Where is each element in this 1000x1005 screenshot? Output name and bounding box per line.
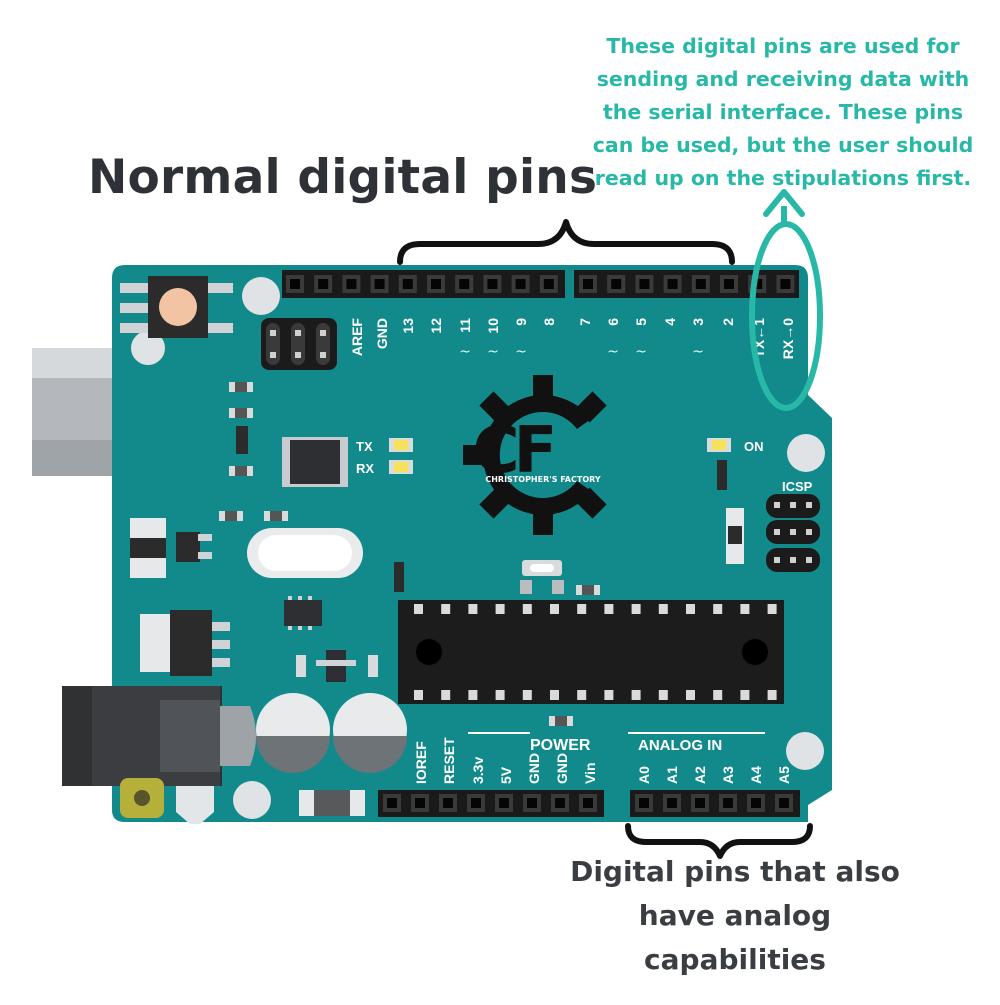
analog-pin-label: A4 xyxy=(748,766,764,784)
power-pin-label: IOREF xyxy=(413,741,429,784)
reset-switch-small xyxy=(520,560,564,594)
power-pin-label: RESET xyxy=(441,737,457,784)
analog-pin-labels: A0 A1 A2 A3 A4 A5 xyxy=(636,766,792,784)
top-pin-label: 9 xyxy=(513,318,529,326)
power-title: POWER xyxy=(530,737,591,754)
pwm-marks: ~ ~ ~ ~ ~ ~ xyxy=(459,344,704,360)
icsp-label: ICSP xyxy=(782,479,813,494)
analog-pin-label: A2 xyxy=(692,766,708,784)
smd-transistor xyxy=(296,650,378,682)
top-pin-label: 12 xyxy=(428,318,444,334)
op-amp-chip xyxy=(284,596,322,630)
led-rx-label: RX xyxy=(356,461,374,476)
top-pin-label: 10 xyxy=(485,318,501,334)
top-pin-label: 7 xyxy=(577,318,593,326)
power-pin-labels: IOREF RESET 3.3v 5V GND GND Vin xyxy=(413,737,598,784)
normal-digital-pins-label: Normal digital pins xyxy=(88,150,598,205)
usb-controller-chip xyxy=(282,437,348,487)
top-pin-label: 3 xyxy=(690,318,706,326)
analog-header xyxy=(630,790,800,817)
voltage-regulator xyxy=(130,518,230,676)
crystal-oscillator xyxy=(247,528,363,578)
led-tx-label: TX xyxy=(356,439,373,454)
icsp-header: ICSP xyxy=(766,479,820,574)
power-pin-label: 5V xyxy=(498,766,514,784)
analog-pin-label: A1 xyxy=(664,766,680,784)
top-pin-label: 4 xyxy=(662,318,678,326)
serial-pins-note: These digital pins are used for sending … xyxy=(592,34,974,190)
analog-pin-label: A0 xyxy=(636,766,652,784)
resistor-pack xyxy=(726,508,744,564)
mounting-hole xyxy=(786,732,824,770)
top-header-pins xyxy=(286,275,795,293)
power-led: ON xyxy=(707,438,764,454)
mounting-hole xyxy=(787,434,825,472)
mounting-hole xyxy=(131,331,165,365)
power-pin-label: GND xyxy=(554,753,570,784)
reset-button xyxy=(120,276,233,338)
pwm-mark: ~ xyxy=(635,344,647,360)
pwm-mark: ~ xyxy=(692,344,704,360)
analog-pins-note: Digital pins that also have analog capab… xyxy=(570,855,900,976)
tx-rx-leds: TX RX xyxy=(356,438,413,476)
analog-title: ANALOG IN xyxy=(638,737,722,754)
top-pin-label: 8 xyxy=(541,318,557,326)
microcontroller-chip xyxy=(398,600,784,704)
electrolytic-capacitor xyxy=(256,693,407,773)
logo-letters: CF xyxy=(473,414,553,488)
top-pin-label: AREF xyxy=(349,318,365,357)
top-pin-label: 2 xyxy=(720,318,736,326)
logo-gear-icon xyxy=(463,375,607,535)
analog-pin-label: A5 xyxy=(776,766,792,784)
pwm-mark: ~ xyxy=(487,344,499,360)
power-jack xyxy=(62,686,256,824)
top-pin-label: 13 xyxy=(400,318,416,334)
mounting-hole xyxy=(233,781,271,819)
bottom-header-pins xyxy=(383,794,793,812)
pwm-mark: ~ xyxy=(459,344,471,360)
fuse xyxy=(299,790,365,816)
power-pin-label: GND xyxy=(526,753,542,784)
power-pin-label: Vin xyxy=(582,762,598,784)
icsp-header-usb xyxy=(261,318,337,370)
top-pin-label: 6 xyxy=(605,318,621,326)
top-pin-label: RX→0 xyxy=(780,318,796,359)
top-pin-label: GND xyxy=(374,318,390,349)
smd-components xyxy=(219,382,727,726)
arrow-up-icon xyxy=(763,189,805,217)
mounting-hole xyxy=(242,277,280,315)
brace-normal-pins xyxy=(397,219,735,265)
logo-brand-name: CHRISTOPHER'S FACTORY xyxy=(485,475,600,484)
top-pin-label: 5 xyxy=(633,318,649,326)
brace-analog-pins xyxy=(625,823,813,859)
power-pin-label: 3.3v xyxy=(470,757,486,784)
analog-pin-label: A3 xyxy=(720,766,736,784)
pwm-mark: ~ xyxy=(607,344,619,360)
top-pin-label: 11 xyxy=(457,318,473,333)
pwm-mark: ~ xyxy=(515,344,527,360)
led-on-label: ON xyxy=(744,439,764,454)
